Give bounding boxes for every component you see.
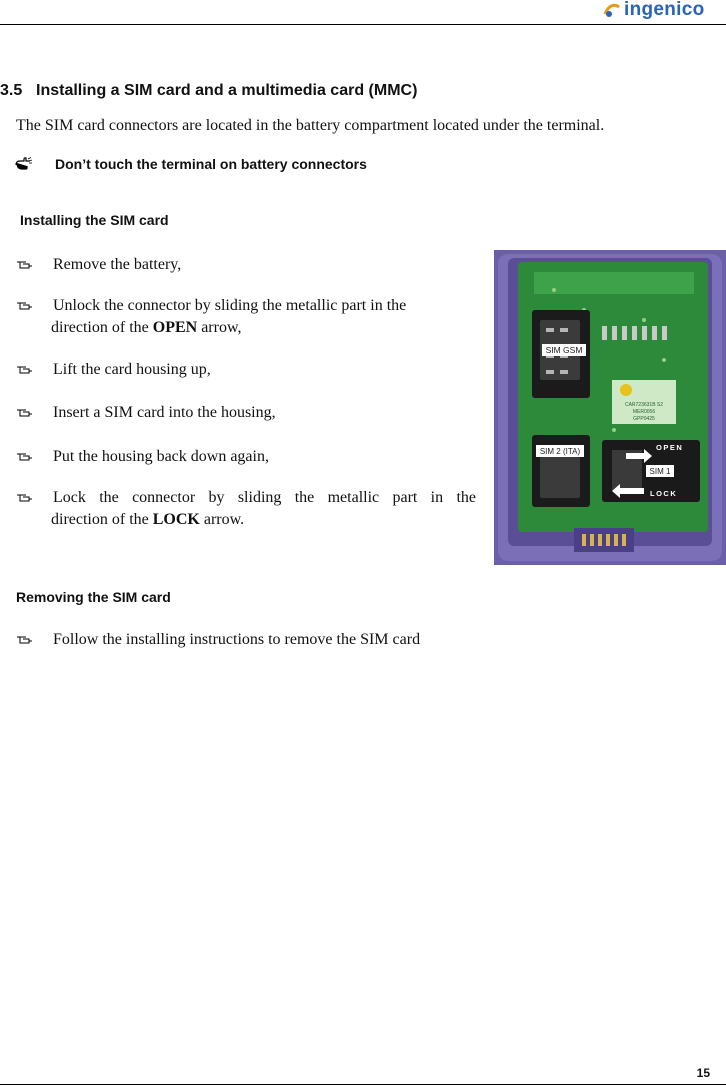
step-continuation: direction of the OPEN arrow, xyxy=(51,317,476,339)
open-label: OPEN xyxy=(656,443,683,452)
warning-text: Don’t touch the terminal on battery conn… xyxy=(55,156,367,172)
step-text: Remove the battery, xyxy=(53,256,182,273)
section-heading: 3.5 Installing a SIM card and a multimedi… xyxy=(0,81,417,101)
step-text: Put the housing back down again, xyxy=(53,448,269,465)
hand-pointer-icon xyxy=(17,409,32,417)
open-keyword: OPEN xyxy=(152,319,198,336)
pointing-hand-icon xyxy=(15,157,33,170)
hand-pointer-icon xyxy=(17,636,32,644)
install-step-2: Unlock the connector by sliding the meta… xyxy=(16,295,476,339)
intro-paragraph: The SIM card connectors are located in t… xyxy=(16,117,605,134)
installing-heading: Installing the SIM card xyxy=(20,212,169,228)
install-step-1: Remove the battery, xyxy=(16,254,476,276)
step-continuation: direction of the LOCK arrow. xyxy=(51,509,476,531)
step-text: Follow the installing instructions to re… xyxy=(53,631,421,648)
step-cont-post: arrow, xyxy=(197,319,242,336)
step-text: Unlock the connector by sliding the meta… xyxy=(53,297,407,314)
sim2-label: SIM 2 (ITA) xyxy=(540,447,581,456)
install-step-5: Put the housing back down again, xyxy=(16,446,476,468)
ingenico-swoosh-icon xyxy=(603,3,620,17)
ingenico-logo: ingenico xyxy=(603,0,705,20)
header-rule xyxy=(0,24,726,25)
removing-heading: Removing the SIM card xyxy=(16,589,171,605)
page-number: 15 xyxy=(696,1066,710,1080)
remove-step-1: Follow the installing instructions to re… xyxy=(16,629,476,651)
hand-pointer-icon xyxy=(17,366,32,374)
lock-keyword: LOCK xyxy=(152,511,200,528)
step-text: Lift the card housing up, xyxy=(53,361,211,378)
chip-text-line-3: GPP0425 xyxy=(633,416,655,422)
install-step-4: Insert a SIM card into the housing, xyxy=(16,402,476,424)
sim1-label: SIM 1 xyxy=(650,467,671,476)
install-step-3: Lift the card housing up, xyxy=(16,359,476,381)
step-cont-post: arrow. xyxy=(199,511,245,528)
section-title: Installing a SIM card and a multimedia c… xyxy=(36,82,418,99)
step-text: Insert a SIM card into the housing, xyxy=(53,404,276,421)
logo-text: ingenico xyxy=(624,0,705,20)
lock-label: LOCK xyxy=(650,489,677,498)
sim-gsm-label: SIM GSM xyxy=(546,345,583,355)
hand-pointer-icon xyxy=(17,261,32,269)
hand-pointer-icon xyxy=(17,302,32,310)
step-cont-pre: direction of the xyxy=(51,319,153,336)
install-step-6: Lock the connector by sliding the metall… xyxy=(16,487,476,531)
step-text: Lock the connector by sliding the metall… xyxy=(53,489,476,506)
warning-note: Don’t touch the terminal on battery conn… xyxy=(15,156,367,172)
hand-pointer-icon xyxy=(17,453,32,461)
section-number: 3.5 xyxy=(0,82,23,99)
chip-text-line-2: MER0056 xyxy=(633,409,655,415)
hand-pointer-icon xyxy=(17,494,32,502)
chip-text-line-1: CAR723631B S2 xyxy=(625,402,663,408)
sim-compartment-photo: SIM GSM SIM 2 (ITA) CAR723631B S2 MER005… xyxy=(494,250,726,565)
footer-rule xyxy=(0,1084,726,1085)
step-cont-pre: direction of the xyxy=(51,511,153,528)
